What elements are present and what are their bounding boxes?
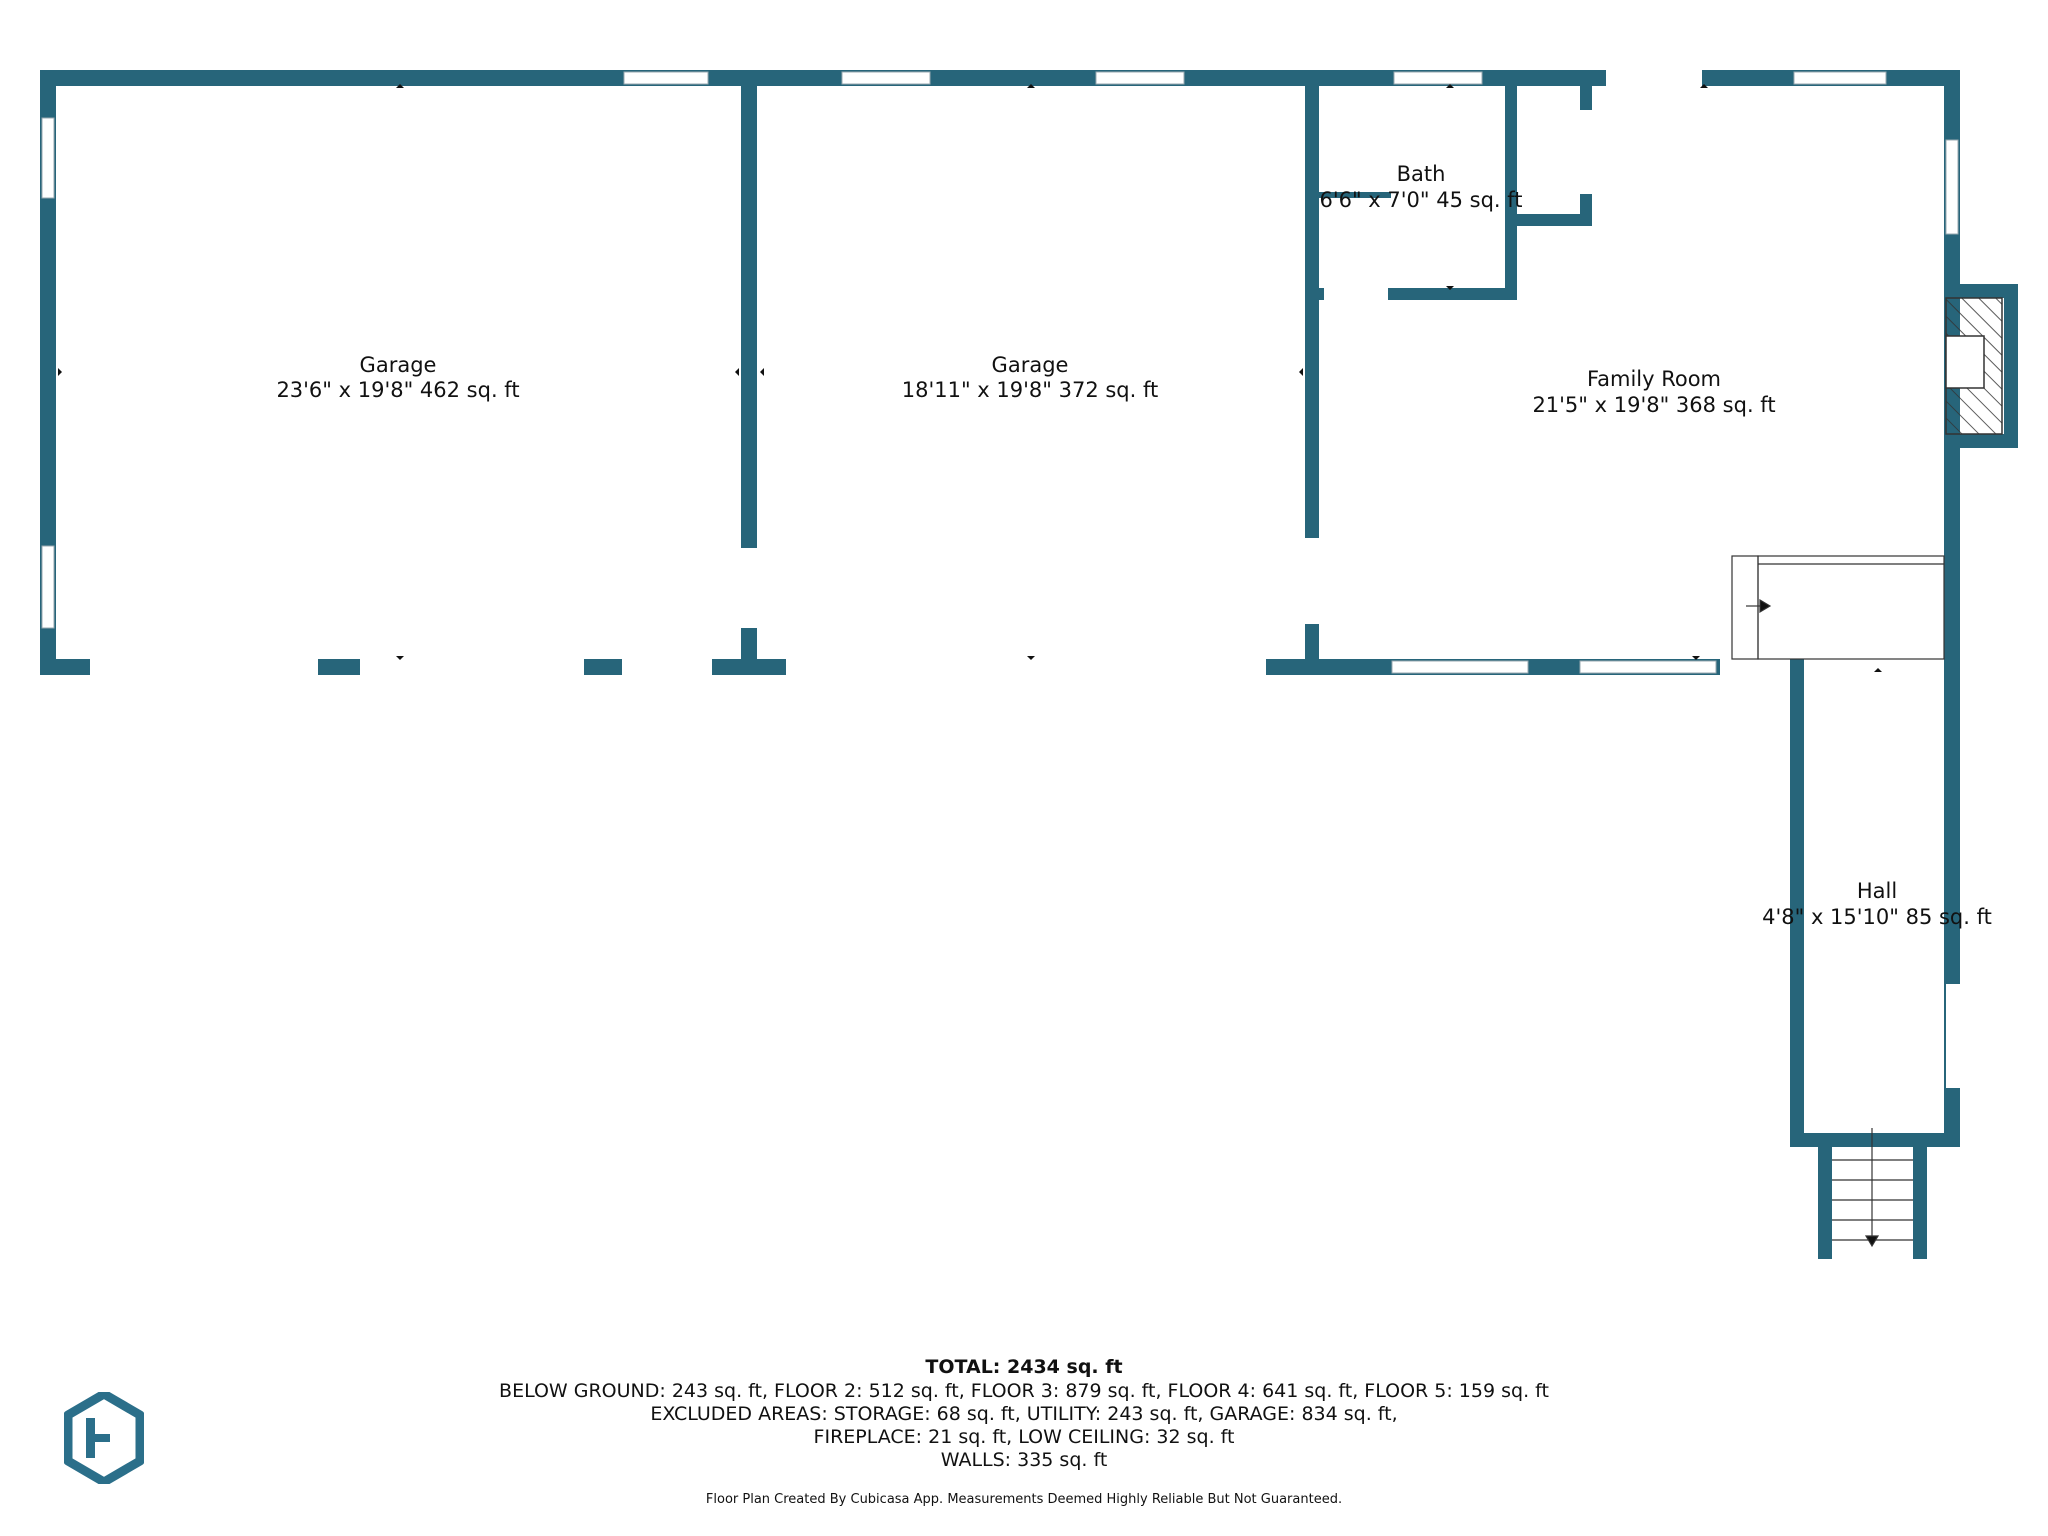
room-dims-hall: 4'8" x 15'10" 85 sq. ft bbox=[1762, 905, 1992, 929]
windows bbox=[41, 71, 1959, 674]
fireplace-icon bbox=[1945, 297, 2003, 435]
room-dims-garage-2: 18'11" x 19'8" 372 sq. ft bbox=[902, 378, 1158, 402]
excluded-areas-continued: FIREPLACE: 21 sq. ft, LOW CEILING: 32 sq… bbox=[813, 1426, 1235, 1448]
credit-note: Floor Plan Created By Cubicasa App. Meas… bbox=[705, 1492, 1343, 1507]
dimension-markers bbox=[58, 84, 1882, 672]
floor-areas: BELOW GROUND: 243 sq. ft, FLOOR 2: 512 s… bbox=[499, 1380, 1549, 1402]
room-name-family-room: Family Room bbox=[1587, 367, 1721, 391]
room-name-garage-1: Garage bbox=[360, 353, 437, 377]
cubicasa-logo-icon bbox=[64, 1392, 144, 1484]
excluded-areas: EXCLUDED AREAS: STORAGE: 68 sq. ft, UTIL… bbox=[650, 1403, 1398, 1425]
room-name-hall: Hall bbox=[1857, 879, 1897, 903]
stair-landing bbox=[1731, 555, 1945, 660]
stairs-icon bbox=[1832, 1128, 1913, 1248]
room-dims-family-room: 21'5" x 19'8" 368 sq. ft bbox=[1532, 393, 1775, 417]
walls-area: WALLS: 335 sq. ft bbox=[940, 1449, 1108, 1471]
openings bbox=[90, 68, 1962, 1088]
room-labels: Garage 23'6" x 19'8" 462 sq. ft Garage 1… bbox=[276, 162, 1991, 929]
room-dims-garage-1: 23'6" x 19'8" 462 sq. ft bbox=[276, 378, 519, 402]
room-dims-bath: 6'6" x 7'0" 45 sq. ft bbox=[1319, 188, 1522, 212]
room-name-bath: Bath bbox=[1397, 162, 1446, 186]
room-name-garage-2: Garage bbox=[992, 353, 1069, 377]
total-area: TOTAL: 2434 sq. ft bbox=[925, 1356, 1123, 1378]
